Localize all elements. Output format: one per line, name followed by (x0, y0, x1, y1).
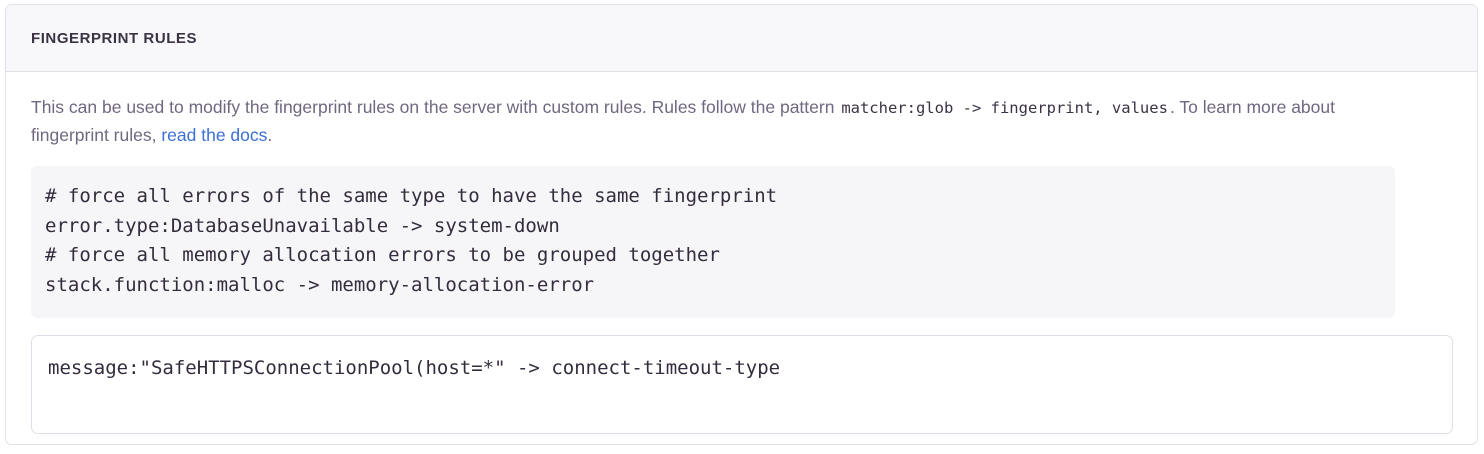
code-line: # force all errors of the same type to h… (45, 185, 778, 207)
code-example-block: # force all errors of the same type to h… (31, 166, 1395, 318)
read-the-docs-link[interactable]: read the docs (161, 125, 268, 145)
description-text-before-code: This can be used to modify the fingerpri… (31, 97, 840, 117)
panel-header: FINGERPRINT RULES (6, 5, 1477, 72)
description-text-after-code: . To learn more about fingerprint rules, (31, 97, 1335, 145)
description-text-end: . (267, 125, 273, 145)
pattern-inline-code: matcher:glob -> fingerprint, values (841, 99, 1168, 117)
code-line: stack.function:malloc -> memory-allocati… (45, 273, 595, 296)
code-line: # force all memory allocation errors to … (45, 244, 720, 266)
code-line: error.type:DatabaseUnavailable -> system… (45, 214, 560, 237)
fingerprint-rules-panel: FINGERPRINT RULES This can be used to mo… (5, 4, 1478, 445)
page-title: FINGERPRINT RULES (31, 29, 198, 47)
description-text: This can be used to modify the fingerpri… (31, 94, 1391, 149)
panel-body: This can be used to modify the fingerpri… (6, 72, 1477, 434)
fingerprint-rules-input[interactable]: message:"SafeHTTPSConnectionPool(host=*"… (31, 335, 1453, 434)
